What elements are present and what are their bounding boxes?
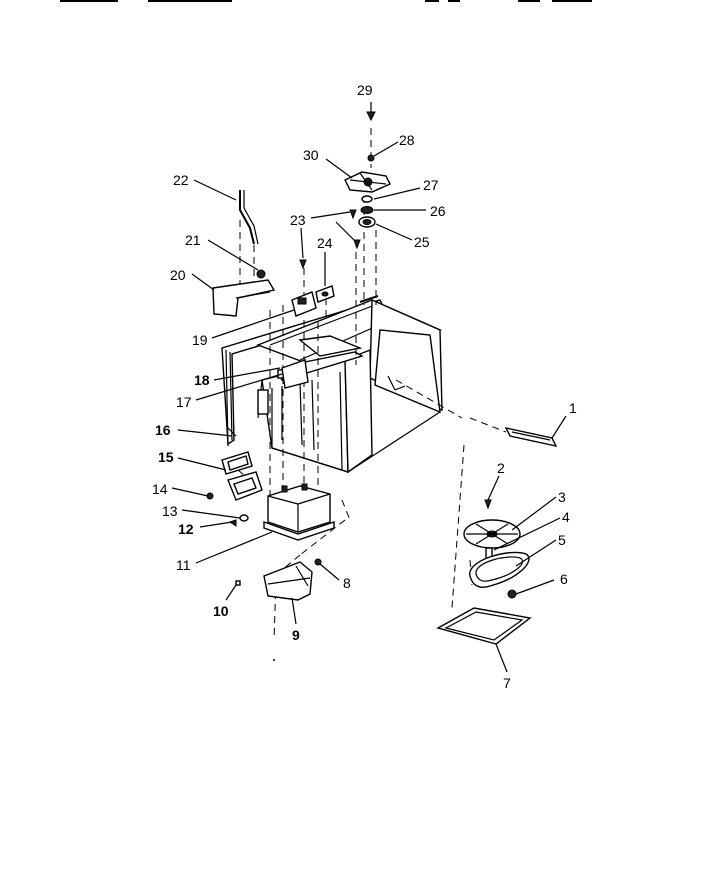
part-5-roller-ring — [469, 551, 530, 588]
part-15-filter — [221, 451, 253, 475]
callout-5: 5 — [558, 532, 566, 548]
callout-1: 1 — [569, 400, 577, 416]
part-21-switch — [256, 269, 266, 279]
part-10-screw — [235, 580, 241, 586]
callout-27: 27 — [423, 177, 439, 193]
leader-lines — [171, 141, 567, 673]
part-12-screw — [228, 519, 237, 527]
callout-30: 30 — [303, 147, 319, 163]
speck — [273, 659, 275, 661]
part-6-motor-screw — [507, 589, 517, 599]
part-29-screw — [366, 102, 376, 122]
part-22-latch-lever — [239, 190, 259, 245]
part-27-washer — [361, 195, 373, 203]
cropped-header-marks — [60, 0, 592, 2]
callout-labels: 1 2 3 4 5 6 7 8 9 10 11 12 13 14 15 16 1… — [152, 82, 577, 691]
part-1-heater — [504, 427, 558, 447]
callout-20: 20 — [170, 267, 186, 283]
part-3-turntable-support — [463, 519, 521, 549]
callout-19: 19 — [192, 332, 208, 348]
callout-15: 15 — [158, 449, 174, 465]
part-13-nut — [239, 514, 249, 522]
part-19-interlock-switch — [291, 291, 317, 317]
part-23-screws — [299, 209, 361, 270]
callout-12: 12 — [178, 521, 194, 537]
callout-26: 26 — [430, 203, 446, 219]
part-30-fan-blade — [344, 171, 391, 193]
part-26-collar — [360, 206, 374, 214]
callout-8: 8 — [343, 575, 351, 591]
callout-10: 10 — [213, 603, 229, 619]
part-17-duct — [281, 359, 309, 389]
oven-cavity-assembly — [221, 295, 443, 474]
callout-9: 9 — [292, 627, 300, 643]
part-8-screw — [314, 558, 322, 566]
callout-14: 14 — [152, 481, 168, 497]
callout-16: 16 — [155, 422, 171, 438]
callout-18: 18 — [194, 372, 210, 388]
callout-22: 22 — [173, 172, 189, 188]
callout-6: 6 — [560, 571, 568, 587]
part-9-transformer-cover — [263, 561, 313, 601]
part-16-panel — [227, 427, 237, 437]
callout-7: 7 — [503, 675, 511, 691]
part-11-magnetron — [263, 483, 335, 541]
callout-3: 3 — [558, 489, 566, 505]
part-28-screw — [367, 154, 375, 162]
callout-17: 17 — [176, 394, 192, 410]
callout-11: 11 — [176, 557, 191, 573]
callout-23: 23 — [290, 212, 306, 228]
part-14-thermal-cutout — [206, 471, 263, 501]
callout-4: 4 — [562, 509, 570, 525]
part-25-stirrer-motor — [358, 216, 376, 228]
callout-2: 2 — [497, 460, 505, 476]
part-20-latch-bracket — [212, 279, 276, 317]
part-2-screw — [484, 499, 492, 510]
part-24-bracket — [315, 285, 335, 303]
callout-21: 21 — [185, 232, 201, 248]
callout-24: 24 — [317, 235, 333, 251]
callout-25: 25 — [414, 234, 430, 250]
callout-28: 28 — [399, 132, 415, 148]
callout-13: 13 — [162, 503, 178, 519]
part-7-glass-tray — [436, 607, 532, 645]
callout-29: 29 — [357, 82, 373, 98]
